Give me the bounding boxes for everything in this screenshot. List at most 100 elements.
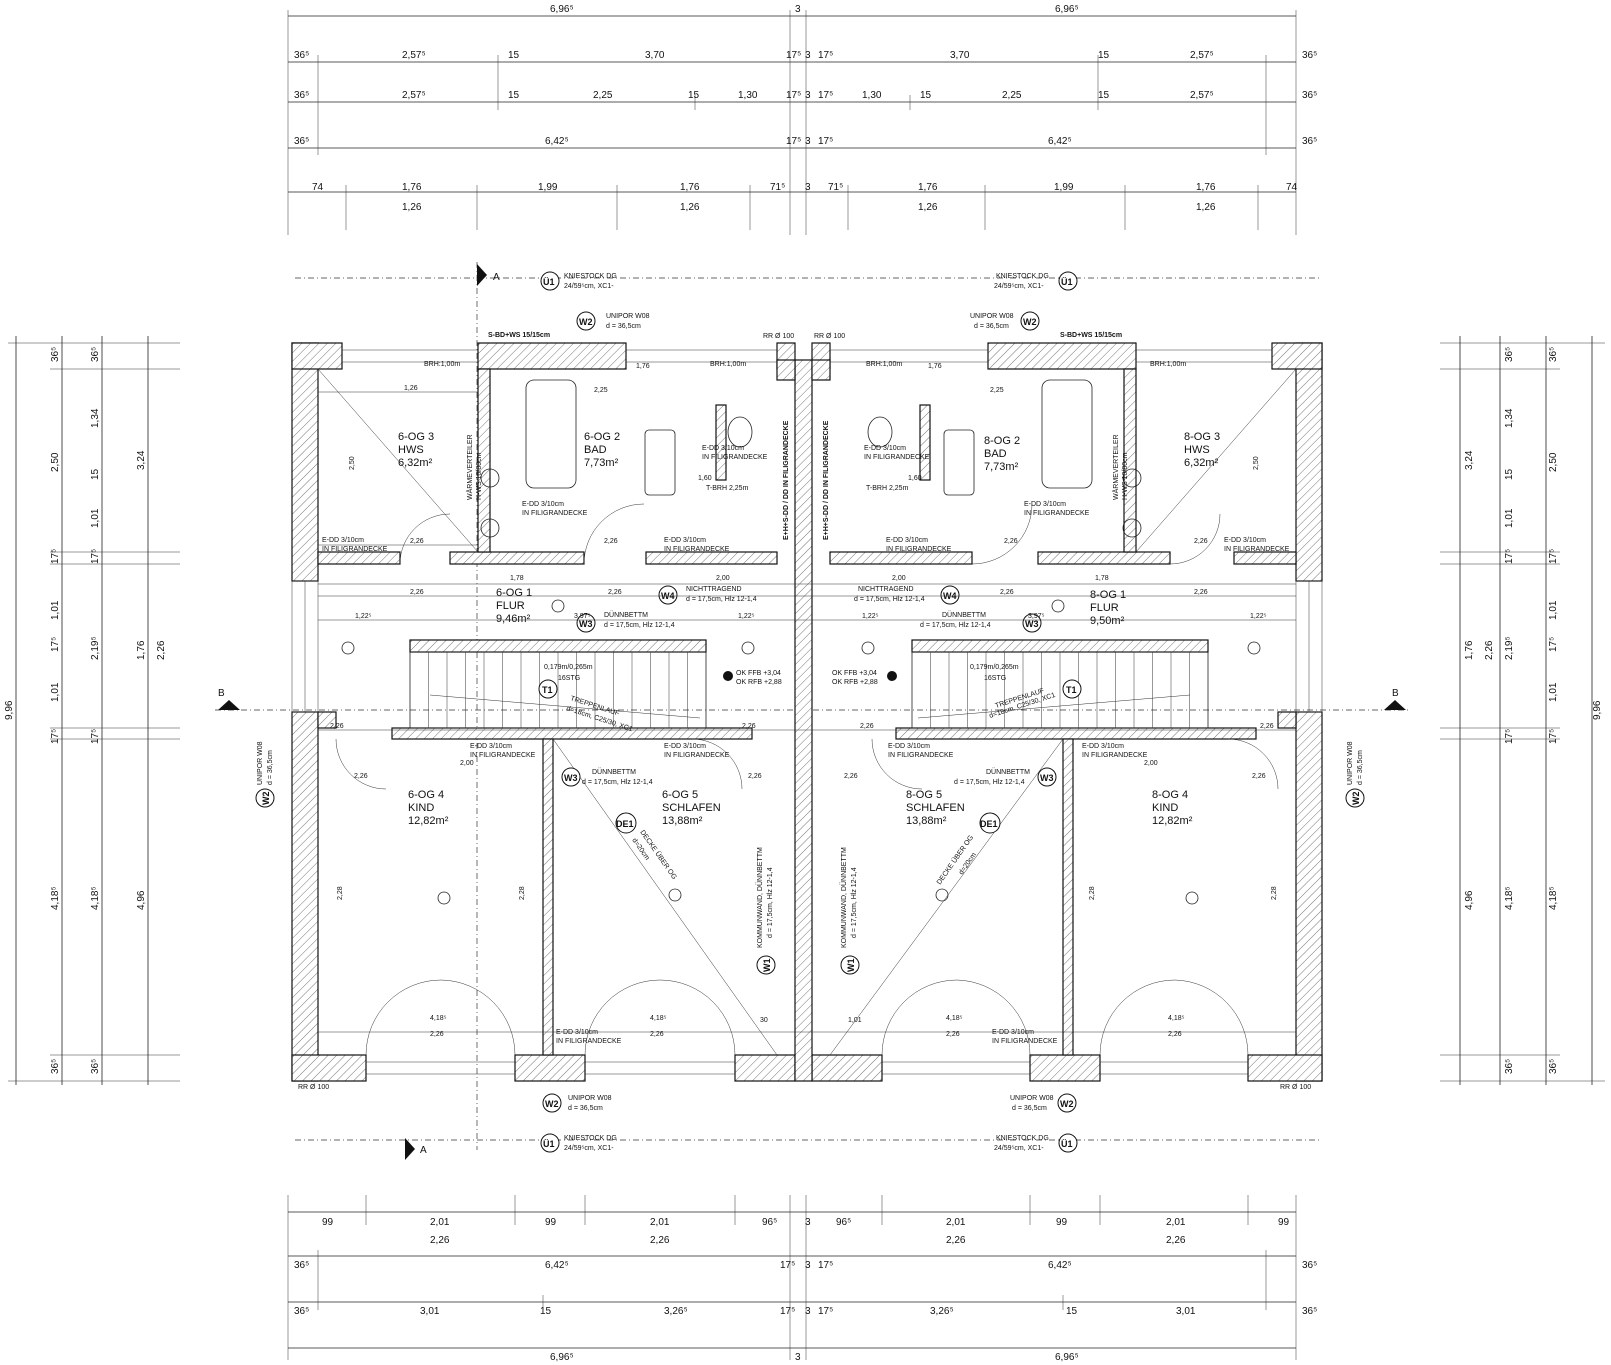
ceiling-light-icon xyxy=(1185,891,1199,905)
nichttragend-label: NICHTTRAGEND xyxy=(858,586,914,593)
dim-label: 15 xyxy=(90,468,101,480)
unipor-d: d = 36,5cm xyxy=(606,323,641,330)
dim-label: 1,22⁵ xyxy=(738,613,755,620)
room-8-og-5: 8-OG 5 SCHLAFEN 13,88m² xyxy=(906,789,965,827)
waermeverteiler-label: WÄRMEVERTEILER xyxy=(1112,434,1120,500)
dim-top-overall-right: 6,96⁵ xyxy=(1055,4,1079,15)
dim-bottom-overall-mid: 3 xyxy=(795,1352,801,1363)
w2-tag-icon xyxy=(1057,1093,1077,1113)
edd-sub: IN FILIGRANDECKE xyxy=(864,454,930,461)
okffb-label: OK FFB +3,04 xyxy=(832,670,877,677)
dim-label: 2,26 xyxy=(946,1235,966,1246)
dim-label: 15 xyxy=(540,1306,552,1317)
room-name: SCHLAFEN xyxy=(662,802,721,814)
t1-tag-icon xyxy=(1062,679,1082,699)
dim-label: 2,26 xyxy=(860,723,874,730)
dim-label: 1,76 xyxy=(928,363,942,370)
dim-label: 2,25 xyxy=(593,90,613,101)
edd-label: E-DD 3/10cm xyxy=(664,537,706,544)
dim-label: 3 xyxy=(805,182,811,193)
w1-tag: W1 xyxy=(762,959,772,973)
room-name: HWS xyxy=(1184,444,1210,456)
shower-icon xyxy=(943,429,975,496)
stair-label: 0,179m/0,265m xyxy=(970,664,1019,671)
ceiling-light-icon xyxy=(437,891,451,905)
de1-tag-icon xyxy=(615,812,637,834)
edd-label: E-DD 3/10cm xyxy=(888,743,930,750)
dim-label: 1,78 xyxy=(1095,575,1109,582)
dim-label: 3,26⁵ xyxy=(930,1306,954,1317)
room-8-og-2: 8-OG 2 BAD 7,73m² xyxy=(984,435,1020,473)
dim-label: 15 xyxy=(508,90,520,101)
dim-label: 17⁵ xyxy=(1548,549,1559,564)
dim-label: 2,26 xyxy=(1484,640,1495,660)
room-name: KIND xyxy=(408,802,434,814)
w3-tag-icon xyxy=(1022,613,1042,633)
dim-label: 3,97⁵ xyxy=(574,613,591,620)
ceiling-light-icon xyxy=(861,641,875,655)
doors xyxy=(335,503,1279,1056)
washbasin-icon xyxy=(480,518,500,538)
dim-bottom-overall-right: 6,96⁵ xyxy=(1055,1352,1079,1363)
w2-tag: W2 xyxy=(1351,792,1361,806)
room-area: 7,73m² xyxy=(984,461,1019,473)
dim-label: 2,50 xyxy=(1253,456,1260,470)
u1-tag: Ü1 xyxy=(1061,277,1073,287)
dim-bottom-overall-left: 6,96⁵ xyxy=(550,1352,574,1363)
ceiling-light-icon xyxy=(741,641,755,655)
room-area: 13,88m² xyxy=(906,815,947,827)
de1-tag: DE1 xyxy=(980,819,998,829)
dim-label: 17⁵ xyxy=(818,1306,833,1317)
dim-label: 2,01 xyxy=(1166,1217,1186,1228)
dim-label: 99 xyxy=(322,1217,334,1228)
dim-label: 74 xyxy=(312,182,324,193)
w4-tag-icon xyxy=(658,585,678,605)
dim-label: 2,26 xyxy=(330,723,344,730)
w2-tag: W2 xyxy=(261,792,271,806)
section-b: B B xyxy=(215,688,1410,711)
dim-label: 4,18⁵ xyxy=(1548,886,1559,910)
dim-label: 2,25 xyxy=(990,387,1004,394)
ehhs-label: E+H+S-DD / DD IN FILIGRANDECKE xyxy=(823,420,830,540)
dim-label: 1,22⁵ xyxy=(355,613,372,620)
dim-label: 2,26 xyxy=(650,1235,670,1246)
dim-label: 2,26 xyxy=(844,773,858,780)
top-dimension-labels: 6,96⁵ 3 6,96⁵ 36⁵ 2,57⁵ 15 3,70 17⁵ 3 17… xyxy=(294,4,1317,213)
dim-label: 2,26 xyxy=(1166,1235,1186,1246)
dim-label: 2,26 xyxy=(604,538,618,545)
edd-label: E-DD 3/10cm xyxy=(864,445,906,452)
dim-label: 15 xyxy=(1098,50,1110,61)
w3-spec: d = 17,5cm, Hlz 12-1,4 xyxy=(604,622,675,629)
t1-tag-icon xyxy=(538,679,558,699)
w2-tag: W2 xyxy=(579,317,593,327)
windows xyxy=(291,349,1323,1075)
room-id: 6-OG 3 xyxy=(398,431,434,443)
washbasin-icon xyxy=(1122,518,1142,538)
dim-label: 17⁵ xyxy=(818,1260,833,1271)
u1-tag: Ü1 xyxy=(1061,1139,1073,1149)
sanitary xyxy=(480,379,1142,538)
room-id: 8-OG 2 xyxy=(984,435,1020,447)
level-marker-icon xyxy=(723,671,733,681)
section-arrow-icon xyxy=(1384,700,1406,710)
dim-label: 3 xyxy=(805,1260,811,1271)
dim-label: 1,01 xyxy=(1548,682,1559,702)
dim-label: 36⁵ xyxy=(294,50,309,61)
washbasin-icon xyxy=(480,468,500,488)
dim-label: 4,18⁵ xyxy=(1504,886,1515,910)
w2-tag-icon xyxy=(255,788,275,808)
dim-label: 1,22⁵ xyxy=(1250,613,1267,620)
dim-label: 17⁵ xyxy=(818,90,833,101)
dim-label: 17⁵ xyxy=(818,50,833,61)
building-walls xyxy=(291,342,1323,1082)
kniestock-top: Ü1 KNIESTOCK DG 24/59⁵cm, XC1- Ü1 KNIEST… xyxy=(295,271,1320,291)
duennbettm-label: DÜNNBETTM xyxy=(604,611,648,619)
u1-tag: Ü1 xyxy=(543,1139,555,1149)
unipor-label: UNIPOR W08 xyxy=(1347,741,1354,785)
w2-tag: W2 xyxy=(1060,1099,1074,1109)
edd-sub: IN FILIGRANDECKE xyxy=(522,510,588,517)
dim-label: 2,57⁵ xyxy=(1190,90,1214,101)
unipor-d: d = 36,5cm xyxy=(267,750,274,785)
stair-treads-left xyxy=(428,652,688,728)
dim-label: 1,76 xyxy=(636,363,650,370)
